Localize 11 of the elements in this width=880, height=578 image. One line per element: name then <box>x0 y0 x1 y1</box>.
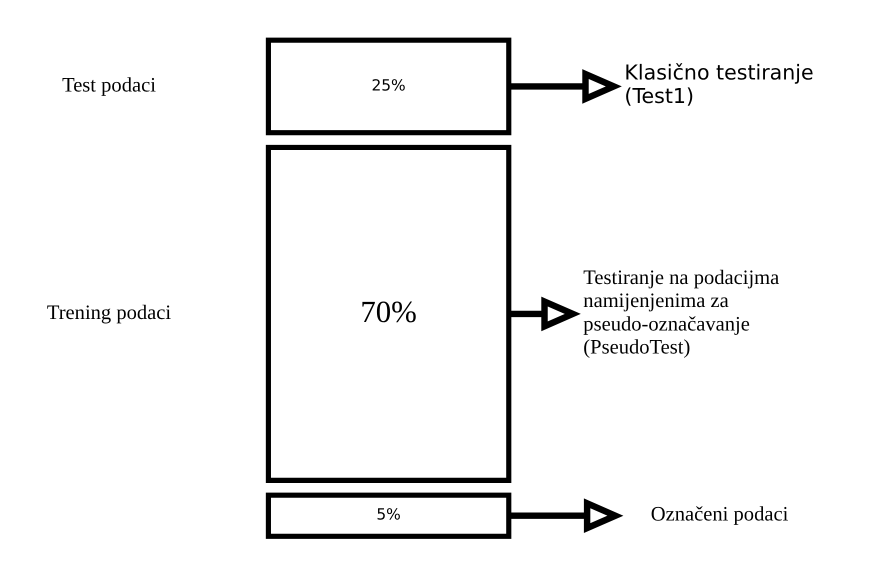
node-text: Klasično testiranje (Test1) <box>624 60 814 108</box>
node-box: 5% <box>266 492 512 538</box>
label: Trening podaci <box>46 301 172 324</box>
arrow <box>508 296 581 331</box>
node-text: Testiranje na podacijma namijenjenima za pseudo-označavanje (PseudoTest) <box>583 266 780 358</box>
node-text: Označeni podaci <box>650 503 788 526</box>
node-box: 70% <box>266 144 512 482</box>
arrow <box>508 68 622 104</box>
label: Test podaci <box>62 74 156 96</box>
arrow <box>508 498 624 532</box>
node-box: 25% <box>266 37 512 135</box>
